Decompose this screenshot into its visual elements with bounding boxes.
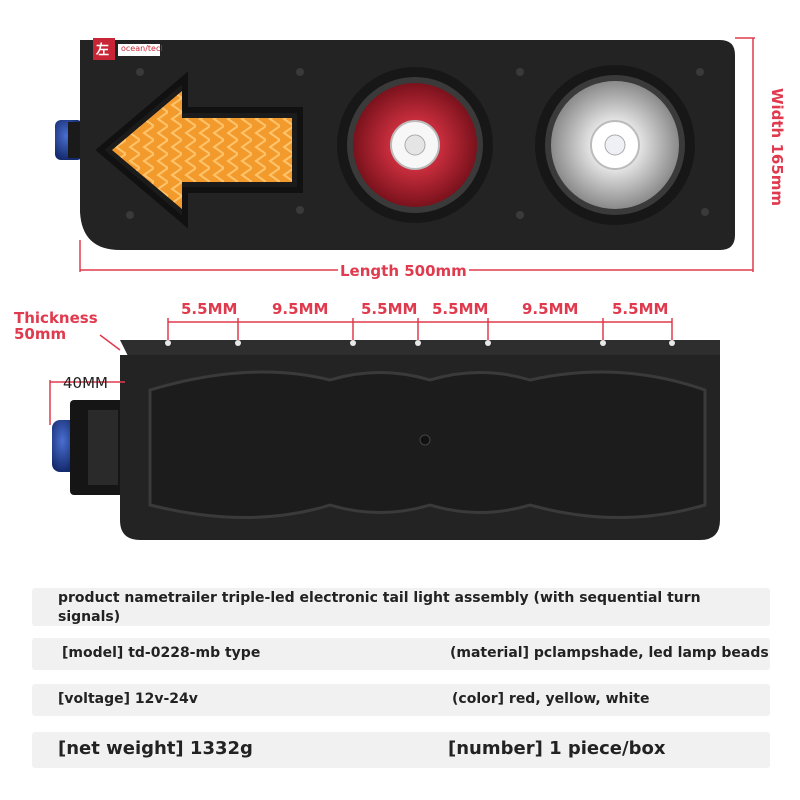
spacing-label-2: 9.5MM [272,300,329,318]
color-spec: (color] red, yellow, white [452,691,650,707]
spacing-label-1: 5.5MM [181,300,238,318]
spec-row-voltage: [voltage] 12v-24v (color] red, yellow, w… [32,684,770,716]
connector-front [55,120,84,160]
thickness-label: Thickness 50mm [14,309,98,343]
side-badge: 左 [96,43,110,58]
side-badge-bg [93,38,115,60]
net-weight-spec: [net weight] 1332g [58,738,253,759]
voltage-spec: [voltage] 12v-24v [58,691,198,707]
red-lamp [337,67,493,223]
spec-row-product-name: product nametrailer triple-led electroni… [32,588,770,626]
width-label: Width 165mm [768,87,787,207]
connector-label: 40MM [63,374,108,392]
brand-sticker-text: ocean/tecl [121,44,163,53]
model-spec: [model] td-0228-mb type [62,645,261,661]
product-name-cont: signals) [58,609,121,625]
length-label: Length 500mm [338,262,469,280]
spec-row-model: [model] td-0228-mb type (material] pclam… [32,638,770,670]
brand-sticker [118,44,160,56]
spacing-label-5: 9.5MM [522,300,579,318]
spacing-label-6: 5.5MM [612,300,669,318]
amber-arrow-lens [95,71,303,229]
number-spec: [number] 1 piece/box [448,738,666,759]
spacing-label-4: 5.5MM [432,300,489,318]
material-spec: (material] pclampshade, led lamp beads [450,645,769,661]
connector-back [52,400,125,495]
dimension-lines-back [49,318,673,425]
white-lamp [535,65,695,225]
spec-row-weight: [net weight] 1332g [number] 1 piece/box [32,732,770,768]
product-name: product nametrailer triple-led electroni… [58,590,701,606]
spacing-label-3: 5.5MM [361,300,418,318]
